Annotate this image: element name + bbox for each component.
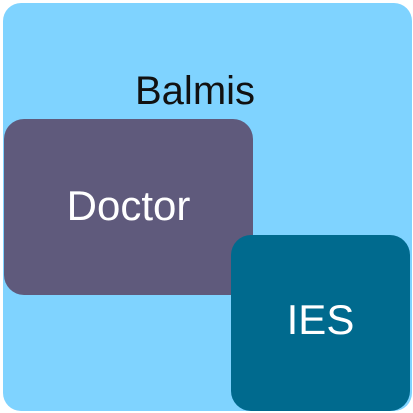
panel-title: Balmis — [135, 69, 256, 113]
doctor-card[interactable]: Doctor — [4, 119, 253, 295]
doctor-label: Doctor — [66, 182, 191, 229]
ies-card[interactable]: IES — [231, 235, 410, 411]
ies-label: IES — [286, 296, 355, 343]
